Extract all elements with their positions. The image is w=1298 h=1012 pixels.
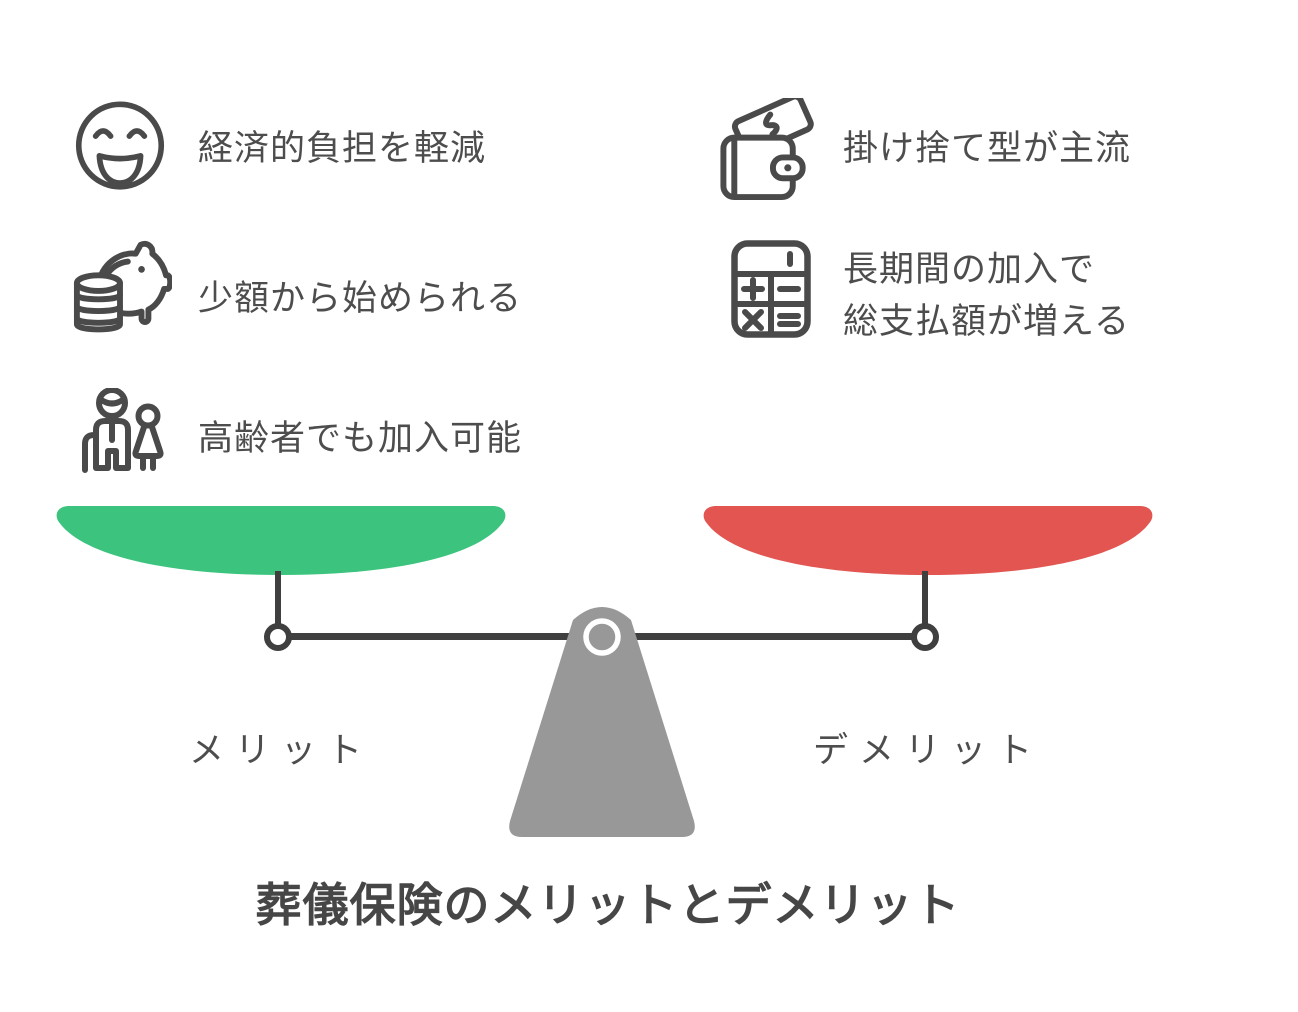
- demerit-item-text: 掛け捨て型が主流: [843, 129, 1132, 168]
- calculator-icon: [731, 240, 811, 338]
- merit-item-text: 経済的負担を軽減: [198, 129, 487, 168]
- right-pivot-ring: [911, 623, 939, 651]
- fulcrum: [507, 606, 697, 839]
- piggy-bank-icon: [68, 240, 172, 336]
- demerit-item-text: 長期間の加入で 総支払額が増える: [843, 244, 1130, 348]
- demerit-pan: [702, 505, 1154, 576]
- merit-item-text: 少額から始められる: [198, 279, 523, 318]
- merit-pan: [55, 505, 507, 576]
- demerit-text-line: 長期間の加入で: [843, 250, 1096, 289]
- merit-item-text: 高齢者でも加入可能: [198, 419, 523, 458]
- right-hanger-line: [922, 571, 928, 625]
- elderly-couple-icon: [75, 388, 167, 483]
- merit-pan-label: メリット: [188, 731, 373, 770]
- page-title: 葬儀保険のメリットとデメリット: [255, 879, 961, 931]
- wallet-money-icon: [717, 98, 817, 205]
- left-pivot-ring: [264, 623, 292, 651]
- left-hanger-line: [275, 571, 281, 625]
- demerit-pan-label: デメリット: [812, 731, 1043, 770]
- smiley-face-icon: [75, 98, 165, 193]
- demerit-text-line: 総支払額が増える: [843, 302, 1130, 341]
